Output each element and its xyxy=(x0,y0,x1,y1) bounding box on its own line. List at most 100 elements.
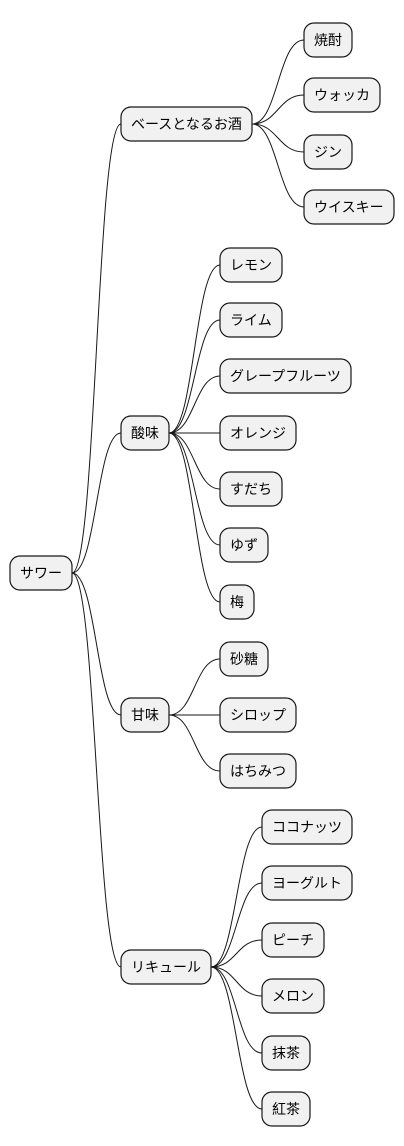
edge-root-branch-3 xyxy=(71,572,122,968)
edge-branch-1-leaf-4 xyxy=(168,432,221,490)
leaf-node-3-1-box xyxy=(261,865,353,901)
leaf-node-0-1-label: ウォッカ xyxy=(314,88,370,104)
leaf-node-0-1-box xyxy=(303,77,381,113)
leaf-node-1-4-label: すだち xyxy=(230,482,272,498)
connector-lines xyxy=(71,39,305,1110)
branch-node-3: リキュール xyxy=(120,949,212,985)
leaf-node-2-1-label: シロップ xyxy=(230,708,286,724)
leaf-node-1-2: グレープフルーツ xyxy=(219,358,352,394)
leaf-node-2-1-box xyxy=(219,697,297,733)
edge-branch-1-leaf-2 xyxy=(168,375,221,434)
leaf-node-1-5-box xyxy=(219,527,269,563)
leaf-node-1-3-box xyxy=(219,415,297,451)
leaf-node-2-2-box xyxy=(219,753,297,789)
leaf-node-3-5: 紅茶 xyxy=(261,1091,311,1127)
leaf-node-0-3: ウイスキー xyxy=(303,189,395,225)
branch-node-0-box xyxy=(120,106,253,142)
leaf-node-1-0-label: レモン xyxy=(230,258,272,274)
leaf-node-0-2: ジン xyxy=(303,134,353,170)
leaf-node-3-5-box xyxy=(261,1091,311,1127)
root-node: サワー xyxy=(9,555,73,591)
leaf-node-1-0-box xyxy=(219,247,283,283)
edge-root-branch-0 xyxy=(71,123,122,574)
edge-branch-0-leaf-0 xyxy=(251,39,305,125)
edge-root-branch-1 xyxy=(71,432,122,574)
leaf-node-1-2-label: グレープフルーツ xyxy=(230,369,341,385)
leaf-node-1-1-box xyxy=(219,302,283,338)
leaf-node-1-6-box xyxy=(219,584,255,620)
edge-branch-0-leaf-2 xyxy=(251,123,305,153)
edge-branch-3-leaf-2 xyxy=(210,939,263,968)
root-node-label: サワー xyxy=(20,566,62,582)
leaf-node-1-1: ライム xyxy=(219,302,283,338)
leaf-node-1-6-label: 梅 xyxy=(230,595,244,611)
branch-node-2-box xyxy=(120,697,170,733)
leaf-node-2-2: はちみつ xyxy=(219,753,297,789)
leaf-node-3-4-box xyxy=(261,1035,311,1071)
leaf-node-1-0: レモン xyxy=(219,247,283,283)
branch-node-2: 甘味 xyxy=(120,697,170,733)
leaf-node-1-1-label: ライム xyxy=(230,313,272,329)
leaf-node-0-3-label: ウイスキー xyxy=(314,200,384,216)
leaf-node-3-3: メロン xyxy=(261,978,325,1014)
leaf-node-1-4-box xyxy=(219,471,283,507)
leaf-node-1-2-box xyxy=(219,358,352,394)
leaf-node-2-0: 砂糖 xyxy=(219,641,269,677)
leaf-node-3-1-label: ヨーグルト xyxy=(272,876,342,892)
leaf-node-3-0: ココナッツ xyxy=(261,809,353,845)
branch-node-0: ベースとなるお酒 xyxy=(120,106,253,142)
leaf-node-1-5: ゆず xyxy=(219,527,269,563)
edge-branch-2-leaf-2 xyxy=(168,714,221,772)
leaf-node-2-0-box xyxy=(219,641,269,677)
edge-branch-0-leaf-1 xyxy=(251,94,305,125)
leaf-node-3-4-label: 抹茶 xyxy=(272,1046,300,1062)
leaf-node-0-2-label: ジン xyxy=(314,145,342,161)
leaf-node-2-2-label: はちみつ xyxy=(230,764,286,780)
branch-node-3-box xyxy=(120,949,212,985)
leaf-node-3-4: 抹茶 xyxy=(261,1035,311,1071)
leaf-node-3-3-label: メロン xyxy=(272,989,314,1005)
leaf-node-3-2: ピーチ xyxy=(261,922,325,958)
leaf-node-1-4: すだち xyxy=(219,471,283,507)
edge-branch-1-leaf-1 xyxy=(168,319,221,434)
branch-node-1: 酸味 xyxy=(120,415,170,451)
leaf-node-3-0-label: ココナッツ xyxy=(272,820,342,836)
leaf-node-0-0-label: 焼酎 xyxy=(314,33,342,49)
leaf-node-0-0-box xyxy=(303,22,353,58)
branch-node-1-box xyxy=(120,415,170,451)
leaf-node-2-0-label: 砂糖 xyxy=(230,652,258,668)
leaf-node-1-3-label: オレンジ xyxy=(230,426,286,442)
leaf-node-3-1: ヨーグルト xyxy=(261,865,353,901)
leaf-node-0-1: ウォッカ xyxy=(303,77,381,113)
leaf-node-2-1: シロップ xyxy=(219,697,297,733)
leaf-node-3-2-label: ピーチ xyxy=(272,933,314,949)
edge-branch-2-leaf-0 xyxy=(168,658,221,716)
branch-node-3-label: リキュール xyxy=(131,960,201,976)
leaf-node-3-0-box xyxy=(261,809,353,845)
edge-branch-0-leaf-3 xyxy=(251,123,305,208)
branch-node-1-label: 酸味 xyxy=(131,426,159,442)
edge-branch-3-leaf-0 xyxy=(210,826,263,968)
edge-branch-1-leaf-6 xyxy=(168,432,221,603)
edge-branch-1-leaf-0 xyxy=(168,264,221,434)
branch-node-2-label: 甘味 xyxy=(131,708,159,724)
leaf-node-3-2-box xyxy=(261,922,325,958)
root-node-box xyxy=(9,555,73,591)
leaf-node-0-0: 焼酎 xyxy=(303,22,353,58)
leaf-node-0-2-box xyxy=(303,134,353,170)
edge-branch-1-leaf-5 xyxy=(168,432,221,546)
leaf-node-3-3-box xyxy=(261,978,325,1014)
leaf-node-1-5-label: ゆず xyxy=(230,538,258,554)
edge-root-branch-2 xyxy=(71,572,122,716)
edge-branch-3-leaf-4 xyxy=(210,966,263,1054)
leaf-node-3-5-label: 紅茶 xyxy=(272,1102,300,1118)
leaf-node-0-3-box xyxy=(303,189,395,225)
branch-node-0-label: ベースとなるお酒 xyxy=(131,117,242,133)
leaf-node-1-6: 梅 xyxy=(219,584,255,620)
leaf-node-1-3: オレンジ xyxy=(219,415,297,451)
edge-branch-3-leaf-1 xyxy=(210,882,263,968)
edge-branch-3-leaf-3 xyxy=(210,966,263,997)
edge-branch-3-leaf-5 xyxy=(210,966,263,1110)
